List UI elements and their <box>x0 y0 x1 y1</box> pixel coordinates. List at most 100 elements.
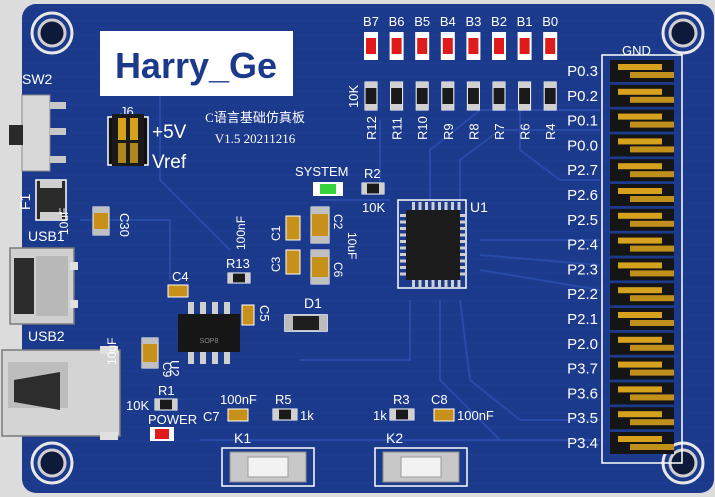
board-subtitle-version: V1.5 20211216 <box>215 131 296 146</box>
led-b5 <box>415 32 430 60</box>
board-subtitle-cn: C语言基础仿真板 <box>205 110 305 125</box>
gpio-pin-p0-1[interactable] <box>610 109 674 132</box>
title-block <box>100 31 293 96</box>
c3-label: C3 <box>269 256 283 272</box>
r3-value: 1k <box>373 408 387 423</box>
k1-push-button[interactable] <box>221 447 315 487</box>
c6-capacitor <box>310 249 330 285</box>
r1-value: 10K <box>126 398 149 413</box>
c30-value: 10uF <box>57 208 71 235</box>
resistor-label: R8 <box>466 123 481 140</box>
led-bit-label: B5 <box>414 14 430 29</box>
gpio-pin-p0-2[interactable] <box>610 84 674 107</box>
gpio-pin-p0-3[interactable] <box>610 60 674 82</box>
r2-value: 10K <box>362 200 385 215</box>
gpio-pin-label: P0.1 <box>567 113 598 130</box>
led-bit-label: B6 <box>389 14 405 29</box>
resistor-r9 <box>441 81 455 111</box>
resistor-label: R7 <box>492 123 507 140</box>
led-b4 <box>440 32 455 60</box>
gpio-pin-label: P2.6 <box>567 187 598 204</box>
led-bit-label: B0 <box>542 14 558 29</box>
gpio-pin-p0-0[interactable] <box>610 134 674 157</box>
resistor-r4 <box>543 81 557 111</box>
system-label: SYSTEM <box>295 164 348 179</box>
resistor-r8 <box>466 81 480 111</box>
c9-value: 10uF <box>105 338 119 365</box>
c5-label: C5 <box>257 305 272 322</box>
c4-capacitor <box>167 284 189 298</box>
led-b6 <box>389 32 404 60</box>
usb1-micro-usb-connector[interactable] <box>9 247 78 325</box>
mounting-hole-tr <box>661 11 705 55</box>
gpio-header[interactable] <box>610 60 674 454</box>
gpio-pin-label: P3.5 <box>567 410 598 427</box>
led-b1 <box>517 32 532 60</box>
gpio-pin-label: P2.2 <box>567 286 598 303</box>
c30-capacitor <box>92 206 110 236</box>
r2-resistor <box>361 182 385 195</box>
gpio-pin-label: P0.3 <box>567 63 598 80</box>
gpio-pin-p2-3[interactable] <box>610 258 674 281</box>
c30-label: C30 <box>117 213 132 237</box>
gpio-pin-label: P3.6 <box>567 385 598 402</box>
u2-marking: SOP8 <box>200 338 219 345</box>
led-bit-label: B3 <box>465 14 481 29</box>
gpio-pin-p2-7[interactable] <box>610 159 674 182</box>
j6-jumper-header[interactable] <box>107 114 149 166</box>
gpio-pin-p2-4[interactable] <box>610 233 674 256</box>
usb2-mini-usb-connector[interactable] <box>1 346 121 440</box>
gpio-pin-p2-2[interactable] <box>610 283 674 306</box>
gpio-pin-p2-6[interactable] <box>610 184 674 206</box>
gpio-pin-label: P0.2 <box>567 88 598 105</box>
usb1-label: USB1 <box>28 228 65 244</box>
mounting-hole-bl <box>30 441 74 485</box>
c2-capacitor <box>310 206 330 244</box>
c8-label: C8 <box>431 392 448 407</box>
c1-label: C1 <box>269 225 283 241</box>
c7-label: C7 <box>203 409 220 424</box>
led-b2 <box>492 32 506 60</box>
r13-label: R13 <box>226 256 250 271</box>
led-b3 <box>466 32 481 60</box>
copper-traces <box>80 90 601 441</box>
r3-resistor <box>389 408 415 421</box>
system-led <box>313 182 343 196</box>
c9-label: C9 <box>160 362 174 378</box>
c7-value: 100nF <box>220 392 257 407</box>
plus5v-label: +5V <box>152 122 187 143</box>
led-b0 <box>543 32 558 60</box>
resistor-r6 <box>518 81 532 111</box>
c4-label: C4 <box>172 269 189 284</box>
gpio-pin-label: P3.7 <box>567 361 598 378</box>
resistor-label: R4 <box>543 123 558 140</box>
resistor-label: R12 <box>364 116 379 140</box>
r2-label: R2 <box>364 166 381 181</box>
gpio-pin-p3-7[interactable] <box>610 357 674 380</box>
vref-label: Vref <box>152 152 187 173</box>
d1-label: D1 <box>304 295 322 311</box>
r1-label: R1 <box>158 383 175 398</box>
sw2-slide-switch[interactable] <box>9 94 66 172</box>
d1-diode <box>284 314 328 332</box>
u2-label: U2 <box>167 360 182 377</box>
k2-push-button[interactable] <box>374 447 468 487</box>
f1-label: F1 <box>17 193 33 210</box>
r5-label: R5 <box>275 392 292 407</box>
u1-label: U1 <box>470 199 488 215</box>
c8-capacitor <box>433 408 455 422</box>
resistor-label: R6 <box>518 123 533 140</box>
gpio-pin-p3-4[interactable] <box>610 432 674 454</box>
gpio-pin-label: P2.0 <box>567 336 598 353</box>
gpio-pin-p2-1[interactable] <box>610 308 674 330</box>
gpio-pin-label: P2.5 <box>567 212 598 229</box>
gpio-pin-p3-6[interactable] <box>610 382 674 405</box>
gpio-pin-p2-0[interactable] <box>610 332 674 355</box>
c6-label: C6 <box>331 262 345 278</box>
gpio-pin-p2-5[interactable] <box>610 208 674 231</box>
c9-capacitor <box>141 337 159 369</box>
gpio-pin-p3-5[interactable] <box>610 407 674 430</box>
r3-label: R3 <box>393 392 410 407</box>
